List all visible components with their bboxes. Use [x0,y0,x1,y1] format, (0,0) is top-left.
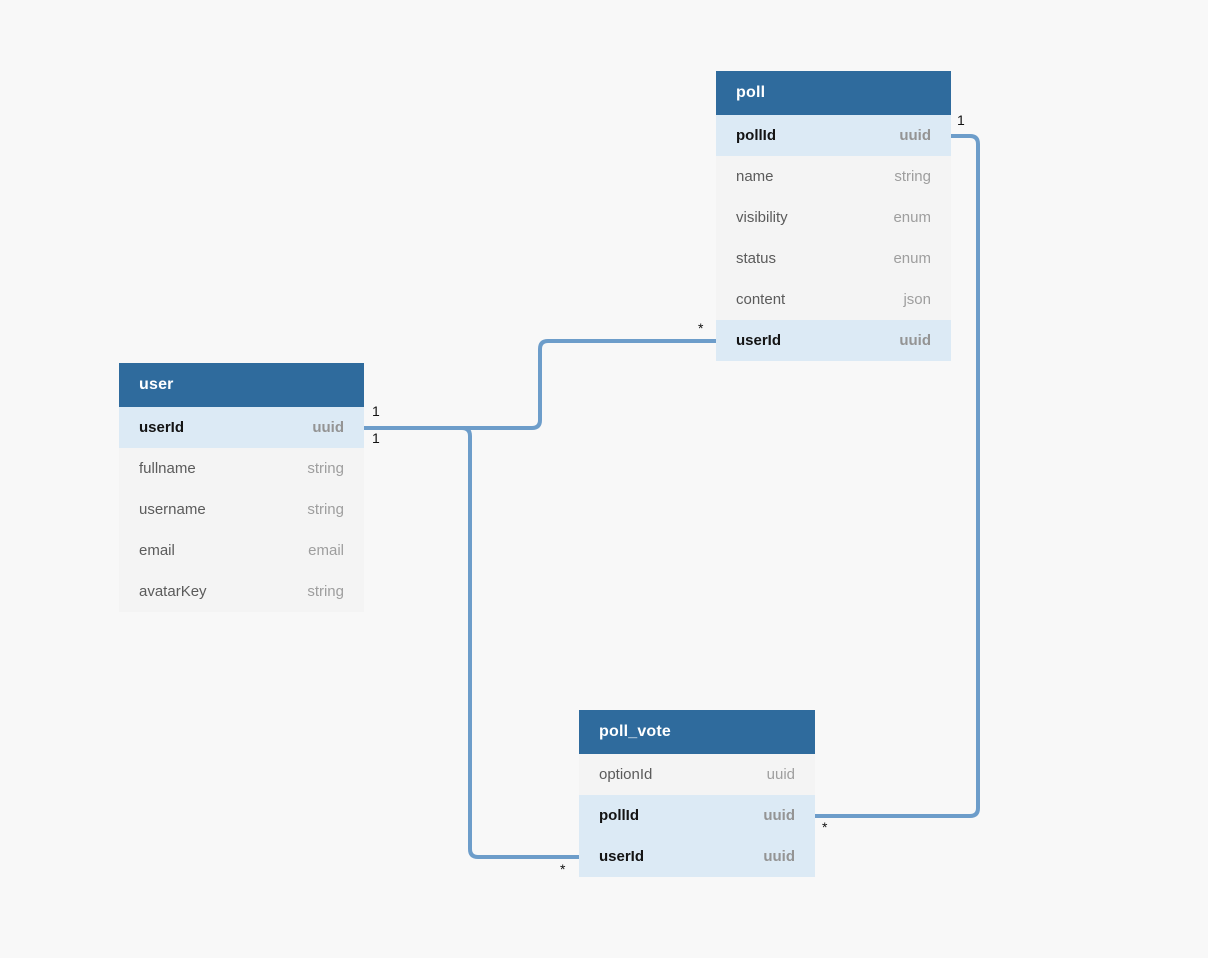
table-header-poll[interactable]: poll [716,71,951,115]
table-header-user[interactable]: user [119,363,364,407]
table-header-poll_vote[interactable]: poll_vote [579,710,815,754]
field-row-poll-visibility[interactable]: visibility enum [716,197,951,238]
cardinality-label: 1 [957,112,965,128]
entity-table-poll_vote[interactable]: poll_vote optionId uuid pollId uuid userId uui… [579,710,815,877]
field-name: userId [599,848,645,865]
cardinality-label: 1 [372,403,380,419]
field-name: username [139,501,206,518]
field-row-poll-content[interactable]: content json [716,279,951,320]
entity-table-user[interactable]: user userId uuid fullname string username stri… [119,363,364,612]
field-row-user-email[interactable]: email email [119,530,364,571]
relationship-connector-user-userId-to-poll-userId[interactable] [364,339,716,430]
field-row-poll-name[interactable]: name string [716,156,951,197]
field-type: uuid [899,127,931,144]
field-type: enum [893,250,931,267]
cardinality-label: * [560,861,566,877]
field-name: email [139,542,175,559]
field-row-user-username[interactable]: username string [119,489,364,530]
field-name: pollId [599,807,639,824]
field-name: name [736,168,774,185]
cardinality-label: 1 [372,430,380,446]
field-name: avatarKey [139,583,207,600]
field-type: uuid [763,807,795,824]
field-row-poll-status[interactable]: status enum [716,238,951,279]
field-type: string [307,501,344,518]
field-type: string [307,460,344,477]
table-title: poll_vote [599,723,672,740]
field-type: uuid [899,332,931,349]
field-type: string [307,583,344,600]
field-name: optionId [599,766,653,783]
field-type: email [308,542,344,559]
field-name: fullname [139,460,196,477]
field-row-poll-userId[interactable]: userId uuid [716,320,951,361]
field-row-poll_vote-pollId[interactable]: pollId uuid [579,795,815,836]
field-name: userId [736,332,782,349]
field-name: visibility [736,209,788,226]
field-row-poll_vote-userId[interactable]: userId uuid [579,836,815,877]
field-row-poll-pollId[interactable]: pollId uuid [716,115,951,156]
table-title: poll [736,84,766,101]
field-row-poll_vote-optionId[interactable]: optionId uuid [579,754,815,795]
field-type: uuid [312,419,344,436]
table-title: user [139,376,174,393]
field-name: pollId [736,127,776,144]
field-type: uuid [766,766,795,783]
field-row-user-avatarKey[interactable]: avatarKey string [119,571,364,612]
field-type: uuid [763,848,795,865]
field-row-user-userId[interactable]: userId uuid [119,407,364,448]
field-name: status [736,250,777,267]
cardinality-label: * [822,819,828,835]
field-name: userId [139,419,185,436]
field-type: enum [893,209,931,226]
relationship-connector-user-userId-to-poll_vote-userId[interactable] [364,426,579,859]
field-type: string [894,168,931,185]
field-name: content [736,291,786,308]
cardinality-label: * [698,320,704,336]
relationship-connector-poll-pollId-to-poll_vote-pollId[interactable] [815,134,980,818]
field-type: json [903,291,931,308]
field-row-user-fullname[interactable]: fullname string [119,448,364,489]
